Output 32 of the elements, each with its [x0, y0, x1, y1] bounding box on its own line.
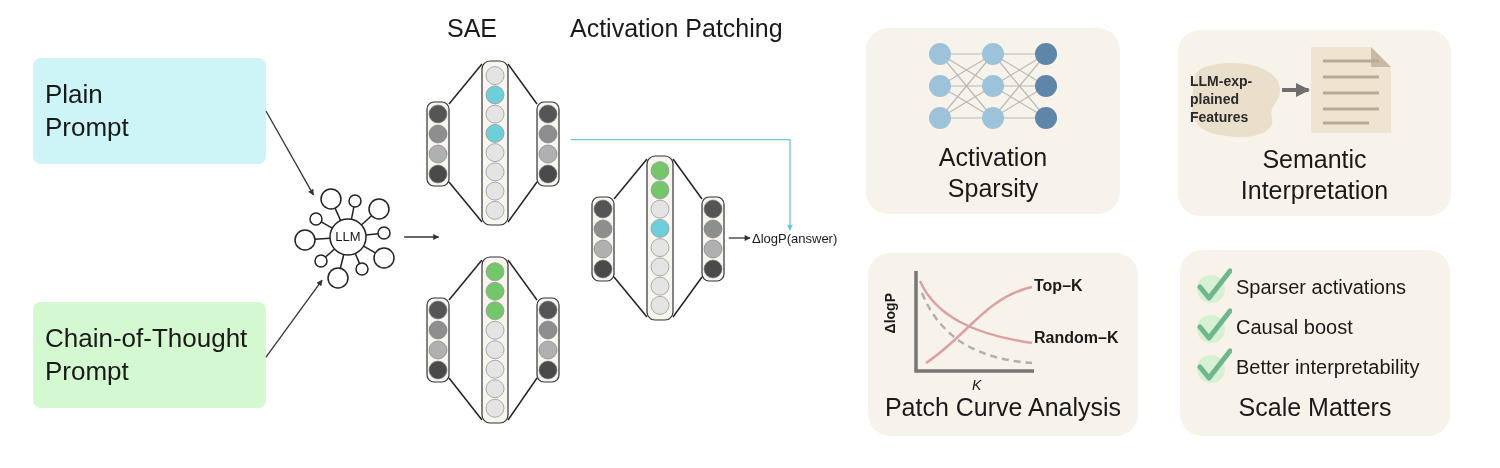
prompt-box: Plain Prompt [33, 58, 266, 164]
document-icon [1311, 45, 1391, 135]
axis-label: ΔlogP [882, 293, 898, 334]
autoencoder-drawing [590, 155, 726, 321]
panel-card [1178, 30, 1451, 216]
panel-title: Activation Sparsity [937, 142, 1049, 204]
panel-card [866, 28, 1120, 214]
panel-card [1180, 250, 1450, 436]
prompt-box: Chain-of-Thought Prompt [33, 302, 266, 408]
panel-title: Semantic Interpretation [1239, 144, 1390, 206]
arrow [1282, 83, 1310, 97]
axis-label: K [972, 377, 982, 393]
panel-title: Patch Curve Analysis [883, 392, 1123, 423]
curve-label: Top–K [1034, 277, 1083, 295]
arrow [265, 110, 315, 196]
panel-card [868, 253, 1138, 436]
list-item: Better interpretability [1236, 355, 1420, 380]
output-label: ΔlogP(answer) [752, 231, 852, 249]
section-heading: Activation Patching [570, 14, 783, 43]
panel-title: Scale Matters [1237, 392, 1393, 423]
autoencoder-drawing [425, 60, 561, 226]
hub-node: LLM [294, 183, 402, 291]
arrow [403, 234, 440, 240]
section-heading: SAE [447, 14, 498, 43]
arrow [569, 139, 793, 231]
list-item: Sparser activations [1236, 275, 1407, 300]
autoencoder-drawing [425, 256, 561, 424]
curve-label: Random–K [1034, 329, 1119, 347]
arrow [265, 279, 323, 358]
feature-blob: LLM-exp- plained Features [1188, 60, 1282, 140]
list-item: Causal boost [1236, 315, 1353, 340]
arrow [728, 235, 751, 241]
